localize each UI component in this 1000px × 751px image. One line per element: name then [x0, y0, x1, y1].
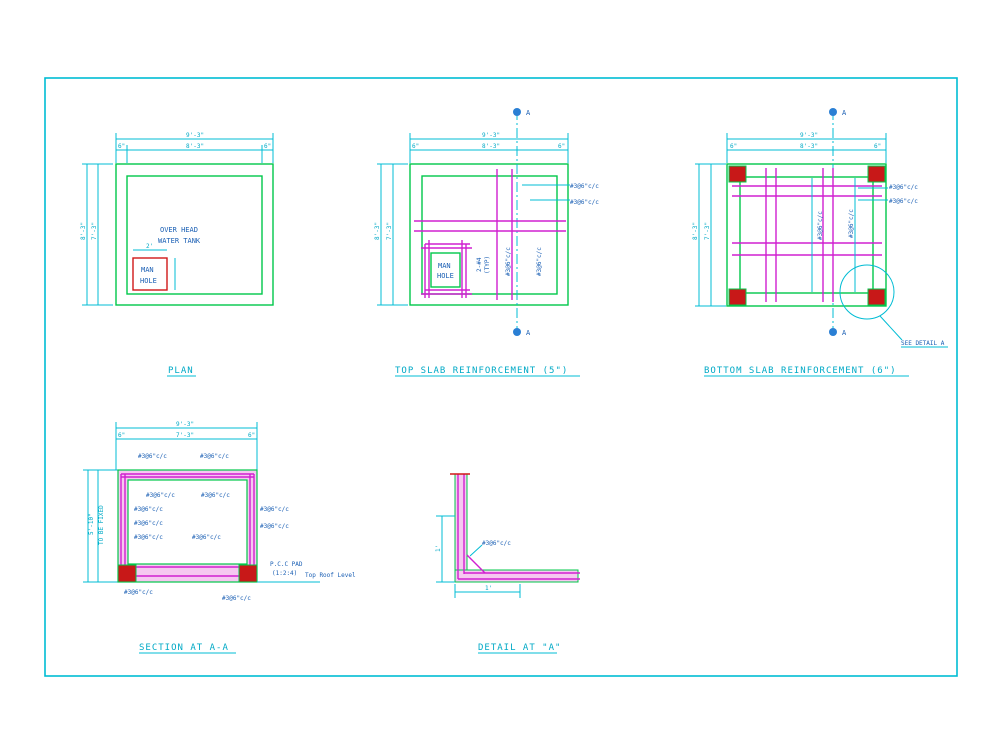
plan-manhole [132, 257, 168, 291]
section-dim-inner: 7'-3" [176, 432, 194, 439]
top-dim-edge-left: 6" [412, 143, 419, 150]
bottom-bar-note-2: #3@6"c/c [889, 198, 918, 205]
section-note-2: #3@6"c/c [200, 453, 229, 460]
bottom-bar-note-4: #3@6"c/c [848, 209, 855, 238]
top-manhole-label-2: HOLE [437, 272, 454, 280]
bottom-slab-title: BOTTOM SLAB REINFORCEMENT (6") [704, 366, 897, 376]
bottom-dim-height-overall: 8'-3" [692, 222, 699, 240]
plan-dim-edge-right: 6" [264, 143, 271, 150]
plan-dim-inner: 8'-3" [186, 143, 204, 150]
top-manhole-label-1: MAN [438, 262, 451, 270]
sheet-border [44, 77, 958, 677]
section-note-7: #3@6"c/c [134, 520, 163, 527]
section-corner-left [117, 564, 137, 583]
top-bar-note-2: #3@6"c/c [570, 199, 599, 206]
section-roof-level: Top Roof Level [305, 572, 356, 579]
section-view: 9'-3" 7'-3" 6" 6" 5'-10" TO BE FIXED #3@… [83, 421, 356, 654]
section-note-10: #3@6"c/c [192, 534, 221, 541]
bottom-corner-tr [867, 165, 886, 183]
bottom-dim-edge-left: 6" [730, 143, 737, 150]
section-pcc-2: (1:2:4) [272, 570, 297, 577]
top-dim-edge-right: 6" [558, 143, 565, 150]
top-dim-height-overall: 8'-3" [374, 222, 381, 240]
top-dim-overall: 9'-3" [482, 132, 500, 139]
section-pcc-1: P.C.C PAD [270, 561, 303, 568]
section-dim-height: 5'-10" [88, 513, 95, 535]
plan-manhole-label-1: MAN [141, 266, 154, 274]
bottom-corner-tl [728, 165, 747, 183]
bottom-bar-note-3: #3@6"c/c [817, 211, 824, 240]
plan-tank-label-2: WATER TANK [158, 237, 201, 245]
bottom-dim-edge-right: 6" [874, 143, 881, 150]
detail-dim-v: 1' [435, 545, 442, 552]
section-note-11: #3@6"c/c [124, 589, 153, 596]
plan-dim-height-inner: 7'-3" [91, 222, 98, 240]
plan-dim-overall: 9'-3" [186, 132, 204, 139]
bottom-dim-height-inner: 7'-3" [704, 222, 711, 240]
section-note-8: #3@6"c/c [260, 523, 289, 530]
top-slab-view: 9'-3" 8'-3" 6" 6" 8'-3" 7'-3" A A MAN [374, 108, 599, 377]
plan-dim-edge-left: 6" [118, 143, 125, 150]
see-detail-label: SEE DETAIL A [901, 340, 945, 347]
plan-view: 9'-3" 8'-3" 6" 6" 8'-3" 7'-3" OVER HEAD … [80, 132, 274, 377]
section-note-1: #3@6"c/c [138, 453, 167, 460]
section-note-6: #3@6"c/c [260, 506, 289, 513]
top-bar-note-3: 2-#4 [476, 257, 483, 272]
plan-tank-label-1: OVER HEAD [160, 226, 198, 234]
top-bar-note-4: (TYP) [484, 256, 491, 274]
top-dim-inner: 8'-3" [482, 143, 500, 150]
plan-manhole-dim: 2' [146, 243, 153, 250]
top-manhole [430, 252, 461, 288]
section-note-3: #3@6"c/c [146, 492, 175, 499]
section-note-12: #3@6"c/c [222, 595, 251, 602]
detail-bar-note: #3@6"c/c [482, 540, 511, 547]
section-corner-right [238, 564, 258, 583]
top-bar-note-1: #3@6"c/c [570, 183, 599, 190]
section-title: SECTION AT A-A [139, 643, 229, 653]
section-dim-edge-right: 6" [248, 432, 255, 439]
detail-view: #3@6"c/c 1' 1' DETAIL AT "A" [435, 473, 580, 654]
detail-title: DETAIL AT "A" [478, 643, 561, 653]
top-section-mark-bottom: A [526, 329, 531, 337]
bottom-slab-view: 9'-3" 8'-3" 6" 6" 8'-3" 7'-3" A A [692, 108, 948, 377]
section-note-4: #3@6"c/c [201, 492, 230, 499]
bottom-corner-bl [728, 288, 747, 306]
section-note-9: #3@6"c/c [134, 534, 163, 541]
bottom-section-mark-bottom: A [842, 329, 847, 337]
detail-callout-circle [839, 264, 895, 320]
top-section-mark-top: A [526, 109, 531, 117]
plan-dim-height-overall: 8'-3" [80, 222, 87, 240]
top-slab-title: TOP SLAB REINFORCEMENT (5") [395, 366, 568, 376]
section-dim-overall: 9'-3" [176, 421, 194, 428]
bottom-corner-br [867, 288, 886, 306]
bottom-bar-note-1: #3@6"c/c [889, 184, 918, 191]
top-bar-note-6: #3@6"c/c [536, 247, 543, 276]
section-height-note: TO BE FIXED [98, 505, 105, 545]
plan-title: PLAN [168, 366, 194, 376]
bottom-dim-overall: 9'-3" [800, 132, 818, 139]
bottom-dim-inner: 8'-3" [800, 143, 818, 150]
top-bar-note-5: #3@6"c/c [505, 247, 512, 276]
bottom-section-mark-top: A [842, 109, 847, 117]
section-note-5: #3@6"c/c [134, 506, 163, 513]
detail-dim-h: 1' [485, 585, 492, 592]
plan-manhole-label-2: HOLE [140, 277, 157, 285]
top-dim-height-inner: 7'-3" [386, 222, 393, 240]
section-dim-edge-left: 6" [118, 432, 125, 439]
